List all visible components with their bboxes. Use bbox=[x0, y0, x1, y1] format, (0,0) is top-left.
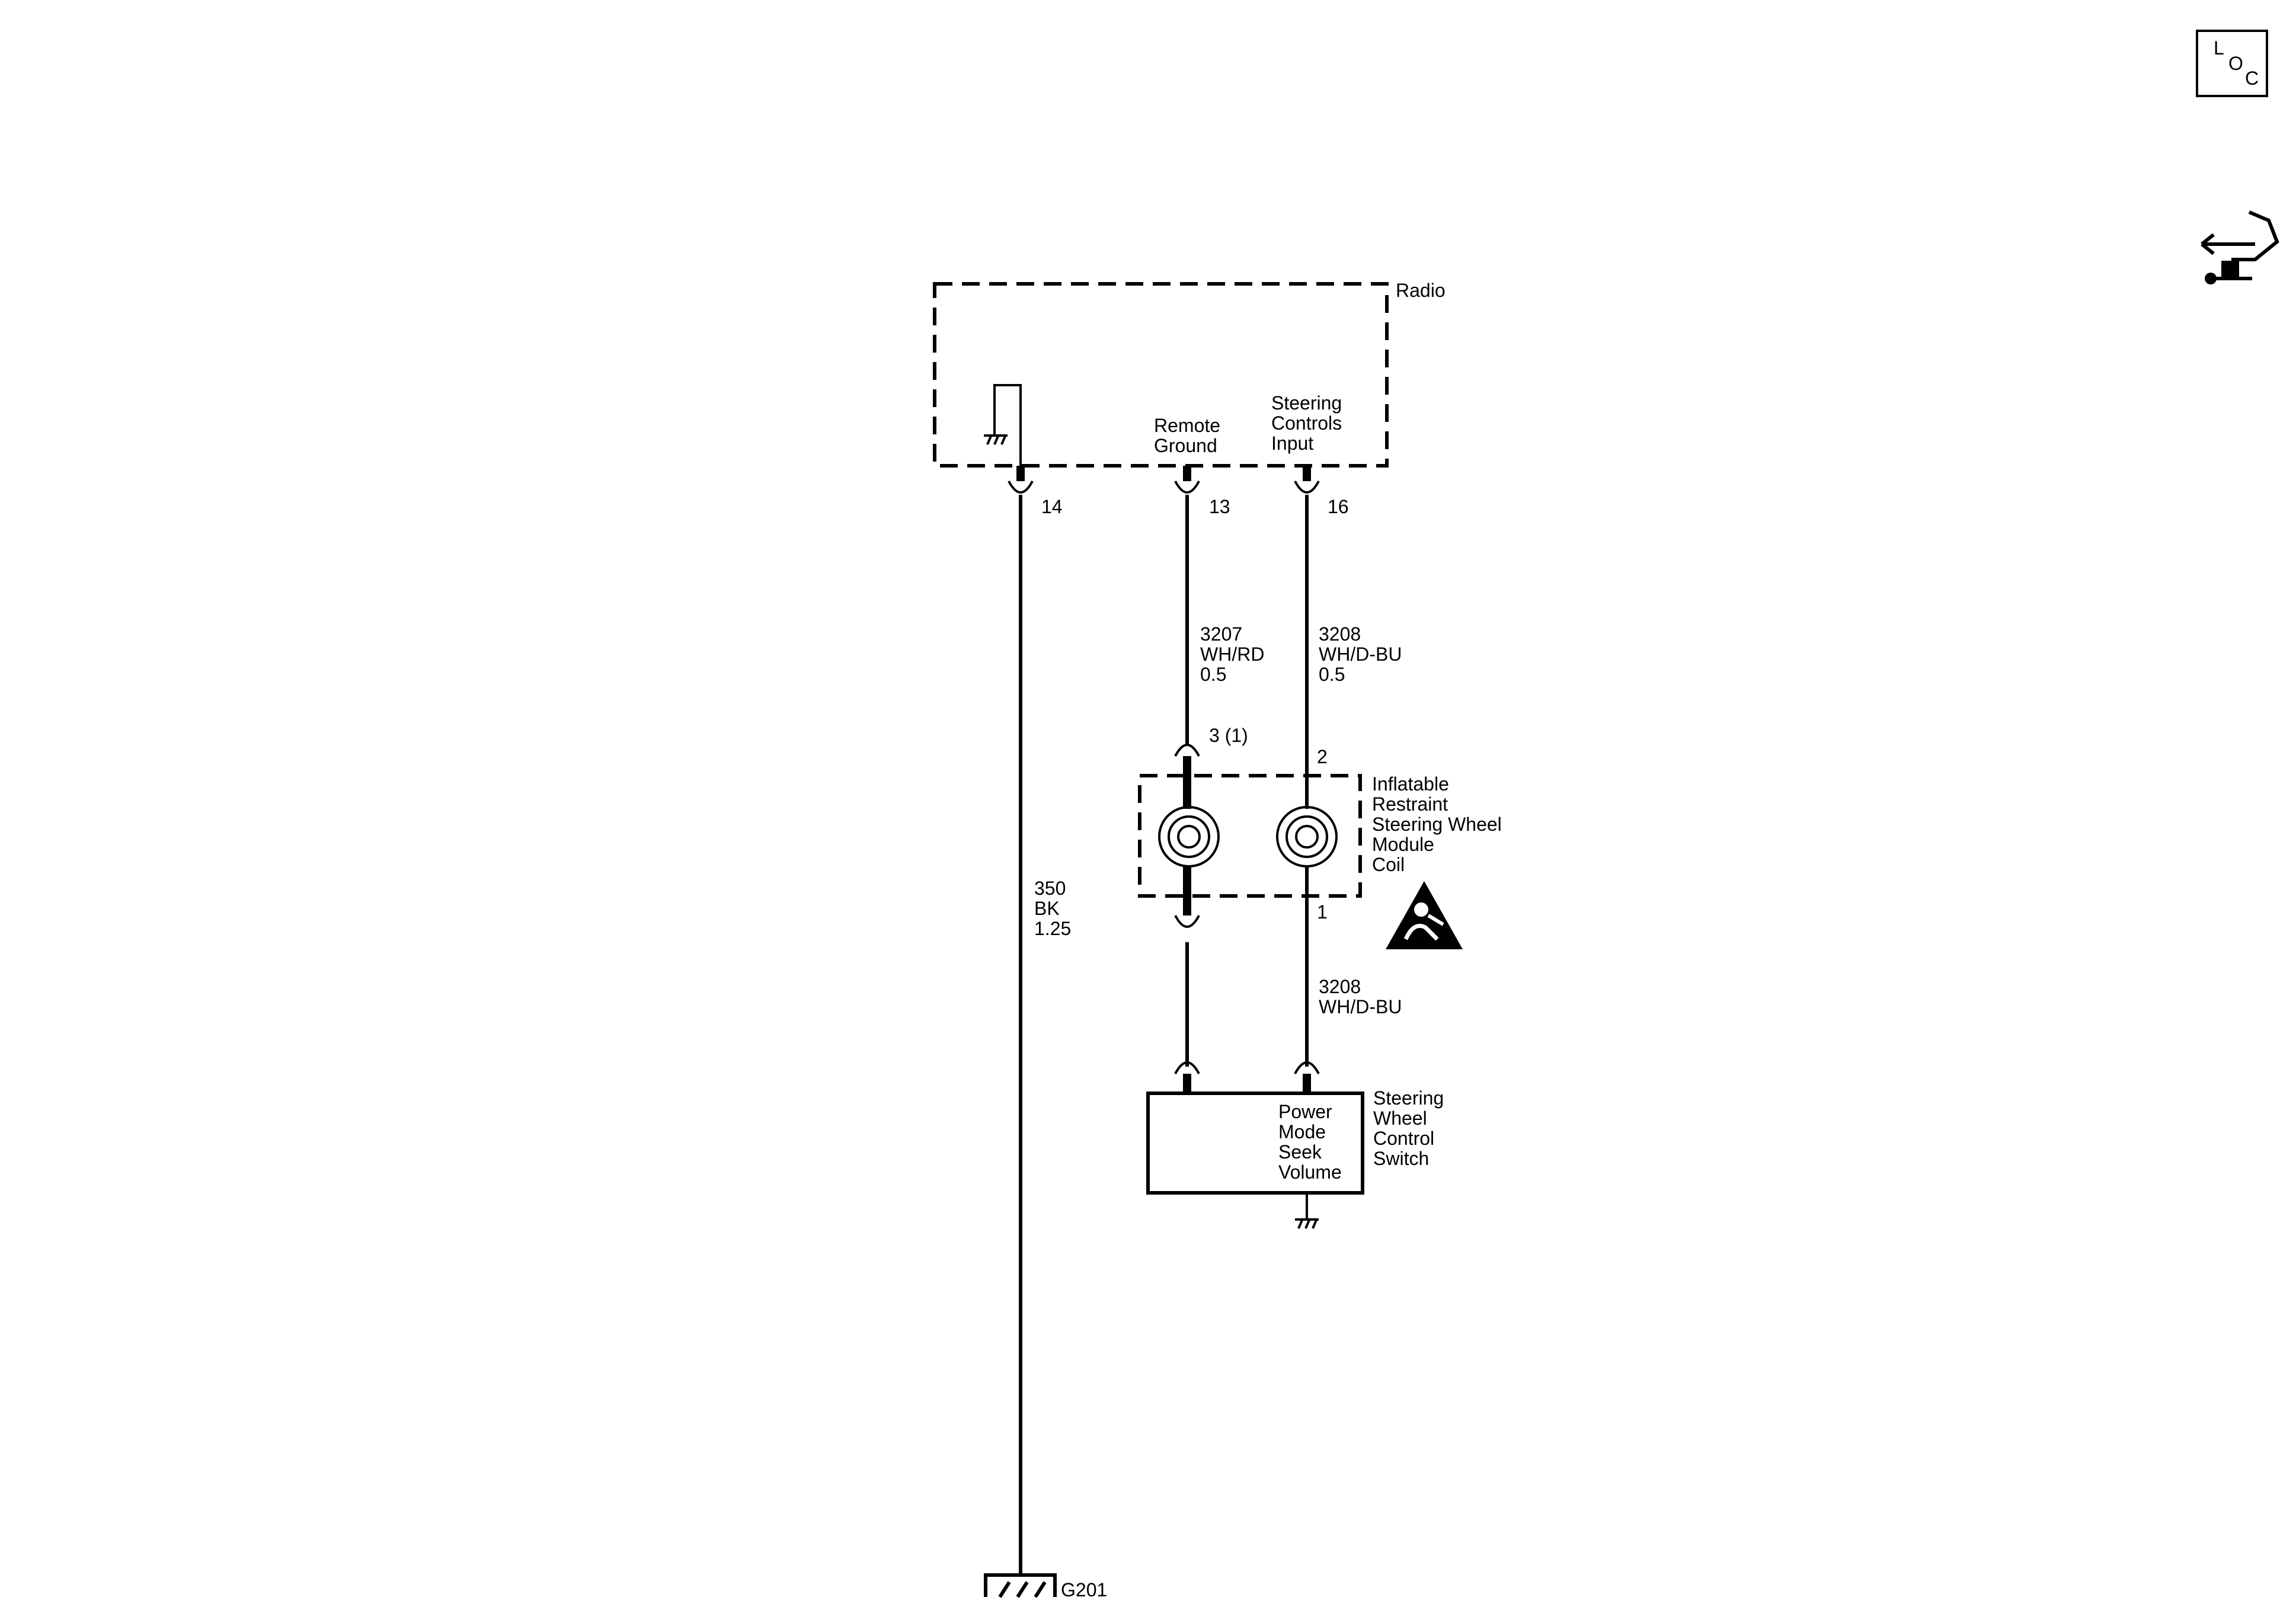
radio-pin-14: 14 bbox=[1008, 466, 1063, 517]
switch-ground-icon bbox=[1295, 1193, 1319, 1229]
radio-title: Radio bbox=[1396, 280, 1446, 301]
steering-wheel-control-switch: Power Mode Seek Volume Steering Wheel Co… bbox=[1146, 1087, 1444, 1229]
svg-text:Switch: Switch bbox=[1373, 1148, 1429, 1169]
svg-text:Steering Wheel: Steering Wheel bbox=[1372, 814, 1502, 835]
svg-text:Wheel: Wheel bbox=[1373, 1108, 1427, 1129]
svg-text:Inflatable: Inflatable bbox=[1372, 773, 1449, 795]
svg-text:0.5: 0.5 bbox=[1319, 664, 1345, 685]
svg-text:3 (1): 3 (1) bbox=[1209, 725, 1248, 746]
switch-connector-left bbox=[1174, 1061, 1200, 1093]
coil-pin-1: 1 bbox=[1317, 901, 1328, 923]
coil-pin-lower-left bbox=[1174, 915, 1200, 928]
svg-text:Module: Module bbox=[1372, 834, 1434, 855]
coil-label: Inflatable Restraint Steering Wheel Modu… bbox=[1372, 773, 1502, 875]
svg-text:Control: Control bbox=[1373, 1128, 1434, 1149]
svg-text:Controls: Controls bbox=[1271, 412, 1342, 434]
svg-text:3208: 3208 bbox=[1319, 976, 1361, 997]
wire-3208-upper: 3208 WH/D-BU 0.5 bbox=[1305, 495, 1402, 767]
wire-3208-lower: 3208 WH/D-BU bbox=[1305, 896, 1402, 1067]
svg-text:1.25: 1.25 bbox=[1034, 918, 1071, 939]
svg-text:WH/D-BU: WH/D-BU bbox=[1319, 644, 1402, 665]
svg-text:14: 14 bbox=[1041, 496, 1063, 517]
svg-text:WH/D-BU: WH/D-BU bbox=[1319, 996, 1402, 1017]
airbag-warning-icon[interactable] bbox=[1386, 881, 1463, 949]
loc-letter-c: C bbox=[2245, 68, 2259, 89]
radio-pin-16: 16 bbox=[1294, 466, 1349, 517]
svg-text:Seek: Seek bbox=[1278, 1141, 1322, 1163]
svg-text:Coil: Coil bbox=[1372, 854, 1405, 875]
svg-text:Steering: Steering bbox=[1373, 1087, 1444, 1109]
svg-text:Power: Power bbox=[1278, 1101, 1332, 1122]
loc-letter-l: L bbox=[2214, 37, 2224, 59]
steering-controls-input-label: Steering Controls Input bbox=[1271, 392, 1342, 454]
radio-pin-13: 13 bbox=[1174, 466, 1230, 517]
svg-text:Remote: Remote bbox=[1154, 415, 1220, 436]
service-wrench-icon[interactable] bbox=[2201, 210, 2279, 284]
svg-text:3208: 3208 bbox=[1319, 623, 1361, 645]
wire-3207-wh-rd: 3207 WH/RD 0.5 bbox=[1185, 495, 1264, 744]
svg-text:Input: Input bbox=[1271, 433, 1313, 454]
loc-letter-o: O bbox=[2228, 53, 2243, 74]
coil-pin-2: 2 bbox=[1317, 746, 1328, 767]
svg-text:Mode: Mode bbox=[1278, 1121, 1326, 1142]
svg-text:Ground: Ground bbox=[1154, 435, 1217, 456]
svg-text:350: 350 bbox=[1034, 878, 1066, 899]
switch-connector-right bbox=[1294, 1061, 1320, 1093]
coil-spiral-right-icon bbox=[1276, 806, 1338, 868]
coil-pin-3: 3 (1) bbox=[1174, 725, 1248, 809]
steering-wheel-coil-module: 3 (1) 2 1 Inflatable Restraint Steering … bbox=[1138, 725, 1502, 928]
internal-ground-icon bbox=[984, 434, 1008, 445]
svg-text:WH/RD: WH/RD bbox=[1200, 644, 1264, 665]
switch-functions: Power Mode Seek Volume bbox=[1278, 1101, 1342, 1183]
svg-text:16: 16 bbox=[1328, 496, 1349, 517]
radio-module: Radio Remote Ground Steering Controls In… bbox=[933, 280, 1446, 468]
svg-text:Volume: Volume bbox=[1278, 1161, 1342, 1183]
svg-text:BK: BK bbox=[1034, 898, 1060, 919]
svg-text:3207: 3207 bbox=[1200, 623, 1242, 645]
svg-text:13: 13 bbox=[1209, 496, 1230, 517]
svg-text:0.5: 0.5 bbox=[1200, 664, 1226, 685]
switch-label: Steering Wheel Control Switch bbox=[1373, 1087, 1444, 1169]
svg-text:Restraint: Restraint bbox=[1372, 793, 1448, 815]
wire-350-bk: 350 BK 1.25 bbox=[1019, 495, 1071, 1575]
coil-spiral-left-icon bbox=[1158, 806, 1220, 868]
remote-ground-label: Remote Ground bbox=[1154, 415, 1220, 456]
loc-icon[interactable]: L O C bbox=[2196, 30, 2268, 97]
svg-text:Steering: Steering bbox=[1271, 392, 1342, 414]
chassis-ground-icon[interactable]: G201 bbox=[984, 1573, 1107, 1601]
ground-label-g201: G201 bbox=[1061, 1579, 1107, 1601]
